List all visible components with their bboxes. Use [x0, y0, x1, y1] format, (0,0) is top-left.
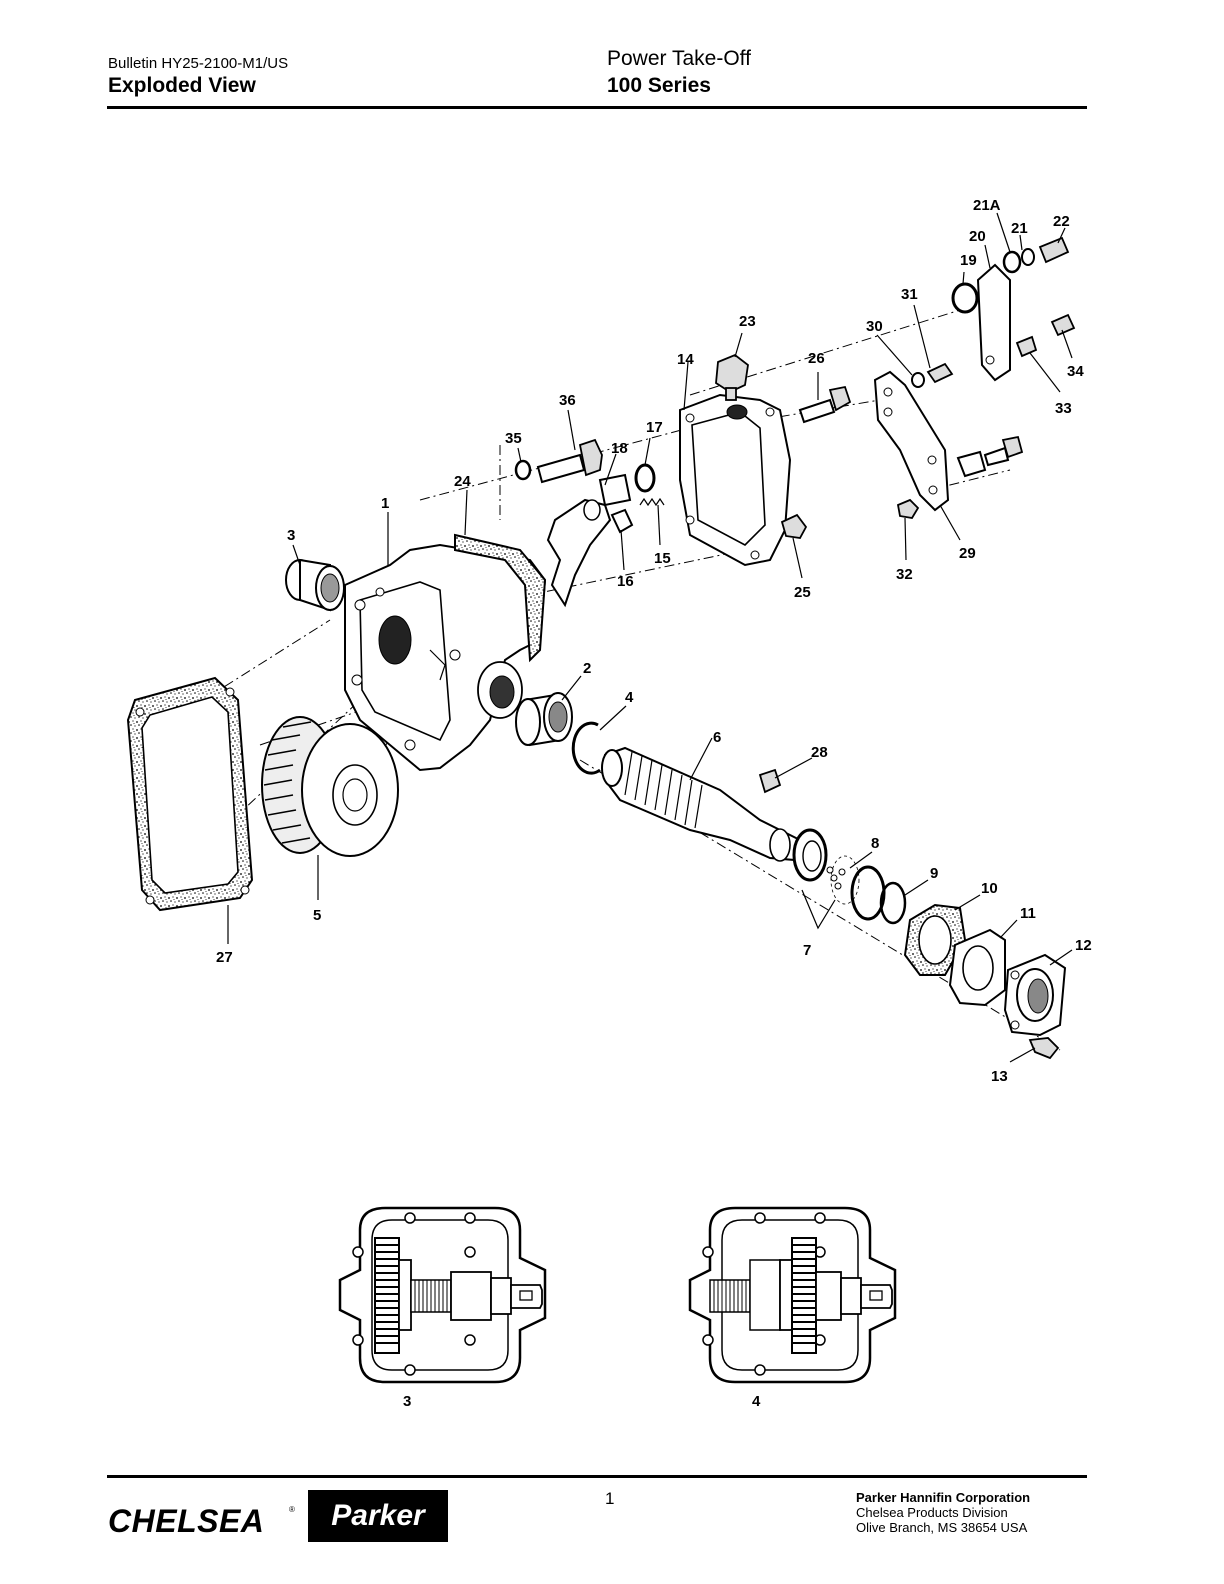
callout-33: 33 — [1055, 400, 1072, 417]
callout-16: 16 — [617, 573, 634, 590]
registered-mark-icon: ® — [289, 1505, 295, 1514]
part-5-gear — [261, 716, 399, 857]
callout-1: 1 — [381, 495, 389, 512]
part-28-key — [758, 768, 782, 794]
callout-23: 23 — [739, 313, 756, 330]
chelsea-logo: CHELSEA — [108, 1503, 265, 1539]
callout-12: 12 — [1075, 937, 1092, 954]
part-8-balls — [826, 855, 860, 905]
callout-14: 14 — [677, 351, 694, 368]
callout-32: 32 — [896, 566, 913, 583]
part-20-lever — [976, 263, 1011, 382]
part-14-cover-housing — [679, 393, 792, 567]
callout-5: 5 — [313, 907, 321, 924]
callout-34: 34 — [1067, 363, 1084, 380]
callout-21: 21 — [1011, 220, 1028, 237]
part-26-bolt — [798, 385, 852, 424]
footer-address: Olive Branch, MS 38654 USA — [856, 1520, 1028, 1535]
part-17-oring — [634, 463, 656, 493]
part-clevis — [956, 435, 1024, 478]
assembly-view-3 — [338, 1206, 547, 1384]
part-4-snap-ring — [571, 721, 601, 775]
callout-8: 8 — [871, 835, 879, 852]
part-7-seal — [792, 828, 828, 882]
callout-labels: 1 2 3 4 5 6 7 8 9 10 11 12 13 14 15 16 1… — [216, 197, 1092, 1085]
part-29-bracket — [873, 370, 950, 512]
part-18-piston — [598, 473, 632, 507]
part-15-spring — [639, 497, 665, 507]
callout-30: 30 — [866, 318, 883, 335]
callout-35: 35 — [505, 430, 522, 447]
header-rule — [107, 106, 1087, 109]
part-13-screw — [1028, 1037, 1060, 1060]
part-6-shaft — [601, 746, 802, 862]
part-32-nut — [896, 498, 920, 519]
product-title: Power Take-Off — [607, 47, 751, 70]
part-1-housing — [344, 543, 547, 772]
callout-leaders — [227, 212, 1073, 1063]
part-30-washer — [911, 372, 925, 388]
callout-20: 20 — [969, 228, 986, 245]
callout-29: 29 — [959, 545, 976, 562]
callout-24: 24 — [454, 473, 471, 490]
callout-17: 17 — [646, 419, 663, 436]
part-35-washer — [514, 459, 532, 481]
parker-logo: Parker — [308, 1490, 448, 1542]
callout-7: 7 — [803, 942, 811, 959]
part-23-breather — [715, 353, 749, 401]
callout-31: 31 — [901, 286, 918, 303]
assembly-view-4-label: 4 — [752, 1393, 761, 1410]
series-title: 100 Series — [607, 74, 711, 97]
part-36-bolt — [536, 438, 603, 484]
bulletin-number: Bulletin HY25-2100-M1/US — [108, 55, 289, 72]
callout-19: 19 — [960, 252, 977, 269]
part-21-washer — [1002, 248, 1035, 274]
callout-21a: 21A — [973, 197, 1001, 214]
parker-logo-text: Parker — [331, 1499, 425, 1532]
part-10-gasket — [903, 903, 967, 976]
footer-rule — [107, 1475, 1087, 1478]
callout-22: 22 — [1053, 213, 1070, 230]
part-12-cover — [1003, 953, 1067, 1037]
callout-18: 18 — [611, 440, 628, 457]
footer-division: Chelsea Products Division — [856, 1505, 1008, 1520]
part-33-bushing — [1015, 335, 1038, 358]
part-16-pin — [610, 508, 634, 534]
part-24-gasket — [454, 533, 547, 663]
part-31-screw — [926, 362, 954, 384]
callout-36: 36 — [559, 392, 576, 409]
callout-26: 26 — [808, 350, 825, 367]
part-22-bolt — [1038, 236, 1070, 264]
callout-9: 9 — [930, 865, 938, 882]
callout-25: 25 — [794, 584, 811, 601]
callout-28: 28 — [811, 744, 828, 761]
part-27-gasket — [126, 676, 254, 912]
callout-3: 3 — [287, 527, 295, 544]
callout-13: 13 — [991, 1068, 1008, 1085]
part-9-ring — [850, 865, 907, 925]
page-number: 1 — [605, 1489, 615, 1508]
assembly-view-4 — [688, 1206, 897, 1384]
part-11-plate — [948, 928, 1006, 1007]
callout-15: 15 — [654, 550, 671, 567]
part-2-bearing — [515, 692, 573, 747]
part-25-bolt — [780, 513, 808, 539]
part-34-bolt — [1050, 313, 1076, 337]
part-19-washer — [951, 282, 979, 314]
footer-company: Parker Hannifin Corporation — [856, 1490, 1031, 1505]
callout-27: 27 — [216, 949, 233, 966]
part-3-bearing — [285, 558, 345, 612]
assembly-view-3-label: 3 — [403, 1393, 412, 1410]
section-title: Exploded View — [108, 74, 256, 97]
part-18-shift-fork — [546, 498, 612, 608]
callout-11: 11 — [1020, 905, 1036, 922]
callout-4: 4 — [625, 689, 634, 706]
callout-2: 2 — [583, 660, 591, 677]
callout-6: 6 — [713, 729, 721, 746]
callout-10: 10 — [981, 880, 998, 897]
